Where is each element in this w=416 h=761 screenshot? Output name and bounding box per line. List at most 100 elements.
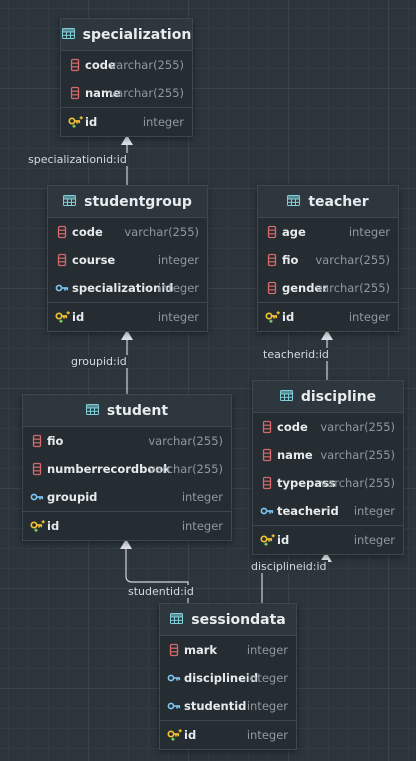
- column-icon: [55, 225, 69, 239]
- primary-key-icon: [30, 519, 45, 533]
- column-row-id[interactable]: id integer: [61, 108, 192, 136]
- table-icon: [287, 194, 301, 210]
- table-icon: [279, 389, 293, 405]
- column-name: specializationid: [72, 281, 174, 295]
- column-name: disciplineid: [184, 671, 259, 685]
- column-type: varchar(255): [109, 58, 184, 72]
- relation-label: teacherid:id: [262, 348, 330, 361]
- column-type: integer: [181, 519, 223, 533]
- column-icon: [68, 86, 82, 100]
- column-row-id[interactable]: id integer: [48, 303, 207, 331]
- column-icon: [167, 643, 181, 657]
- column-icon: [55, 253, 69, 267]
- column-icon: [30, 462, 44, 476]
- column-type: integer: [142, 115, 184, 129]
- primary-key-icon: [260, 533, 275, 547]
- table-title: discipline: [300, 388, 377, 405]
- column-name: gender: [282, 281, 328, 295]
- arrowhead-discipline: [320, 552, 332, 562]
- column-type: integer: [246, 643, 288, 657]
- column-icon: [68, 58, 82, 72]
- divider: [253, 525, 403, 526]
- divider: [23, 511, 231, 512]
- column-type: integer: [157, 310, 199, 324]
- column-type: varchar(255): [320, 420, 395, 434]
- column-row-id[interactable]: id integer: [23, 512, 231, 540]
- table-header[interactable]: specialization: [61, 19, 192, 51]
- column-name: numberrecordbook: [47, 462, 171, 476]
- relation-label: specializationid:id: [27, 153, 128, 166]
- foreign-key-icon: [30, 490, 44, 504]
- column-name: id: [72, 310, 85, 324]
- column-type: varchar(255): [320, 476, 395, 490]
- divider: [61, 107, 192, 108]
- column-name: code: [85, 58, 116, 72]
- table-header[interactable]: teacher: [258, 186, 398, 218]
- column-type: integer: [246, 699, 288, 713]
- column-name: id: [47, 519, 60, 533]
- column-type: varchar(255): [109, 86, 184, 100]
- foreign-key-icon: [260, 504, 274, 518]
- column-name: id: [85, 115, 98, 129]
- column-name: groupid: [47, 490, 98, 504]
- table-title: teacher: [308, 193, 369, 210]
- table-icon: [63, 194, 77, 210]
- arrowhead-teacher: [321, 330, 333, 340]
- column-icon: [265, 253, 279, 267]
- relation-label: groupid:id: [70, 355, 128, 368]
- column-row-name[interactable]: name varchar(255): [253, 441, 403, 469]
- column-type: integer: [353, 504, 395, 518]
- column-row-groupid[interactable]: groupid integer: [23, 483, 231, 511]
- foreign-key-icon: [55, 281, 69, 295]
- column-icon: [265, 281, 279, 295]
- column-type: integer: [246, 671, 288, 685]
- table-header[interactable]: studentgroup: [48, 186, 207, 218]
- column-name: name: [277, 448, 313, 462]
- column-type: varchar(255): [124, 225, 199, 239]
- column-type: varchar(255): [148, 462, 223, 476]
- column-name: age: [282, 225, 306, 239]
- column-type: integer: [157, 253, 199, 267]
- table-icon: [61, 27, 75, 43]
- column-name: typepass: [277, 476, 336, 490]
- column-type: integer: [181, 490, 223, 504]
- table-icon: [170, 612, 184, 628]
- primary-key-icon: [55, 310, 70, 324]
- column-type: varchar(255): [320, 448, 395, 462]
- table-header[interactable]: discipline: [253, 381, 403, 413]
- table-header[interactable]: student: [23, 395, 231, 427]
- divider: [160, 720, 296, 721]
- table-header[interactable]: sessiondata: [160, 604, 296, 636]
- divider: [48, 302, 207, 303]
- column-name: fio: [282, 253, 299, 267]
- arrowhead-studentgroup: [121, 330, 133, 340]
- relation-label: studentid:id: [127, 585, 195, 598]
- column-type: integer: [353, 533, 395, 547]
- table-title: sessiondata: [191, 611, 286, 628]
